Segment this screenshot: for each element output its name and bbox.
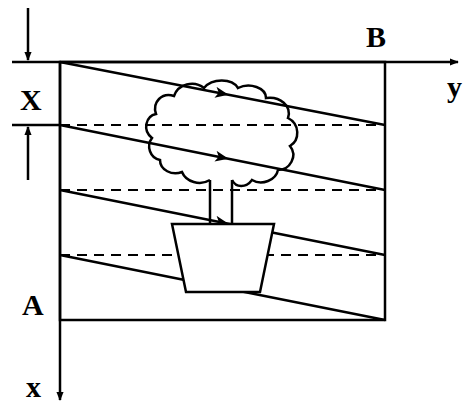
- dimension-line: [12, 61, 60, 64]
- dimension-label: X: [20, 85, 42, 115]
- dimension-line: [12, 124, 60, 127]
- y-axis: [60, 61, 458, 64]
- corner-label: B: [366, 22, 386, 52]
- dimension-arrow: [27, 127, 30, 180]
- x-axis: [59, 62, 62, 400]
- axis-label: y: [447, 72, 462, 102]
- potted-tree: [146, 81, 297, 293]
- image-frame: [60, 62, 385, 320]
- scan-lines: [60, 62, 385, 320]
- axis-label: x: [26, 372, 41, 402]
- dimension-arrow: [27, 8, 30, 60]
- corner-label: A: [22, 290, 44, 320]
